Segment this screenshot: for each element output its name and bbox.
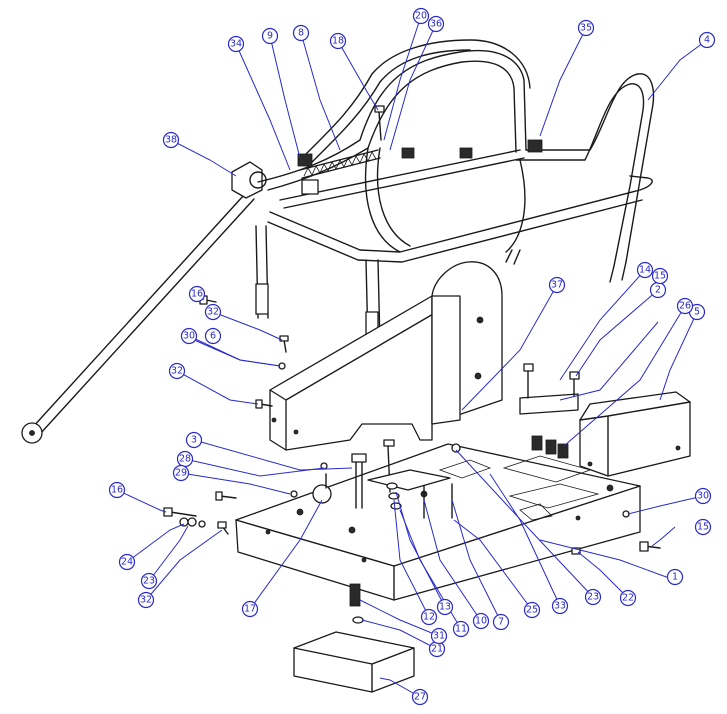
callout-label: 15: [697, 522, 709, 533]
callout-bubble: 30: [694, 487, 712, 505]
callout-label: 25: [526, 605, 538, 616]
callout-label: 23: [587, 592, 599, 603]
callout-bubble: 10: [472, 612, 490, 630]
callout-bubble: 37: [548, 276, 566, 294]
callout-bubble: 12: [420, 608, 438, 626]
callout-bubble: 32: [137, 591, 155, 609]
tow-handle-bar: [21, 161, 267, 444]
callout-label: 3: [191, 435, 197, 446]
motor-cover: [579, 391, 691, 477]
callout-label: 2: [655, 285, 661, 296]
posts: [312, 439, 453, 519]
callout-label: 13: [439, 602, 451, 613]
callout-label: 28: [179, 454, 191, 465]
callout-bubble: 3: [185, 431, 203, 449]
callout-label: 5: [694, 307, 700, 318]
callout-label: 9: [267, 31, 273, 42]
callout-label: 10: [475, 616, 487, 627]
callout-label: 34: [230, 39, 242, 50]
callout-bubble: 14: [636, 261, 654, 279]
callout-label: 21: [431, 644, 443, 655]
callout-bubble: 18: [329, 32, 347, 50]
callout-label: 30: [183, 331, 195, 342]
base-plate: [235, 443, 641, 601]
callout-label: 32: [171, 366, 183, 377]
callout-label: 20: [415, 11, 427, 22]
callout-bubble: 28: [176, 450, 194, 468]
callout-label: 12: [423, 612, 435, 623]
callout-label: 37: [551, 280, 563, 291]
callout-label: 30: [697, 491, 709, 502]
callout-label: 33: [554, 601, 566, 612]
callout-bubble: 15: [651, 267, 669, 285]
callout-label: 15: [654, 271, 666, 282]
callout-bubble: 31: [430, 627, 448, 645]
callout-label: 27: [414, 692, 426, 703]
callout-bubble: 16: [188, 285, 206, 303]
callout-label: 36: [430, 19, 442, 30]
callout-bubble: 33: [551, 597, 569, 615]
callout-bubble: 8: [292, 24, 310, 42]
callout-bubble: 22: [619, 589, 637, 607]
callout-label: 32: [207, 307, 219, 318]
bolt: [374, 105, 385, 141]
callout-label: 18: [332, 36, 344, 47]
callout-label: 4: [704, 35, 710, 46]
callout-label: 6: [210, 331, 216, 342]
callout-bubble: 13: [436, 598, 454, 616]
callout-bubble: 26: [676, 297, 694, 315]
callout-bubble: 16: [108, 481, 126, 499]
bracket: [519, 363, 580, 415]
right-hardware: [451, 443, 661, 555]
callout-bubble: 23: [140, 572, 158, 590]
callout-bubble: 24: [118, 553, 136, 571]
callout-label: 26: [679, 301, 691, 312]
callout-bubble: 17: [241, 600, 259, 618]
callout-bubble: 25: [523, 601, 541, 619]
callout-label: 16: [191, 289, 203, 300]
callout-label: 16: [111, 485, 123, 496]
callout-label: 29: [175, 468, 187, 479]
callout-bubble: 36: [427, 15, 445, 33]
callout-label: 38: [165, 135, 177, 146]
callout-bubble: 29: [172, 464, 190, 482]
callout-bubble: 6: [204, 327, 222, 345]
callout-bubble: 15: [694, 518, 712, 536]
callout-bubble: 2: [649, 281, 667, 299]
callout-bubble: 11: [452, 620, 470, 638]
callout-bubble: 20: [412, 7, 430, 25]
rubber-feet: [531, 435, 569, 459]
callout-label: 17: [244, 604, 256, 615]
callout-label: 31: [433, 631, 445, 642]
callout-label: 35: [580, 23, 592, 34]
callout-bubble: 23: [584, 588, 602, 606]
rear-cover: [269, 261, 503, 451]
callout-bubble: 1: [666, 568, 684, 586]
callout-bubble: 38: [162, 131, 180, 149]
callout-bubble: 30: [180, 327, 198, 345]
callout-bubble: 9: [261, 27, 279, 45]
callout-bubble: 35: [577, 19, 595, 37]
callout-bubble: 32: [168, 362, 186, 380]
callout-label: 23: [143, 576, 155, 587]
callout-label: 14: [639, 265, 651, 276]
callout-label: 8: [298, 28, 304, 39]
lower-parts: [293, 583, 415, 693]
callout-bubble: 7: [492, 613, 510, 631]
callout-bubbles: 1 2 3 4 5 6 7 8 9 10 11 12 13 14 15 15 1…: [108, 7, 716, 706]
callout-label: 24: [121, 557, 133, 568]
callout-bubble: 4: [698, 31, 716, 49]
callout-label: 22: [622, 593, 634, 604]
callout-bubble: 34: [227, 35, 245, 53]
callout-label: 1: [672, 572, 678, 583]
callout-bubble: 27: [411, 688, 429, 706]
spring: [299, 149, 381, 179]
callout-label: 11: [455, 624, 467, 635]
callout-label: 32: [140, 595, 152, 606]
callout-bubble: 32: [204, 303, 222, 321]
callout-label: 7: [498, 617, 504, 628]
leader-lines: [116, 15, 708, 698]
